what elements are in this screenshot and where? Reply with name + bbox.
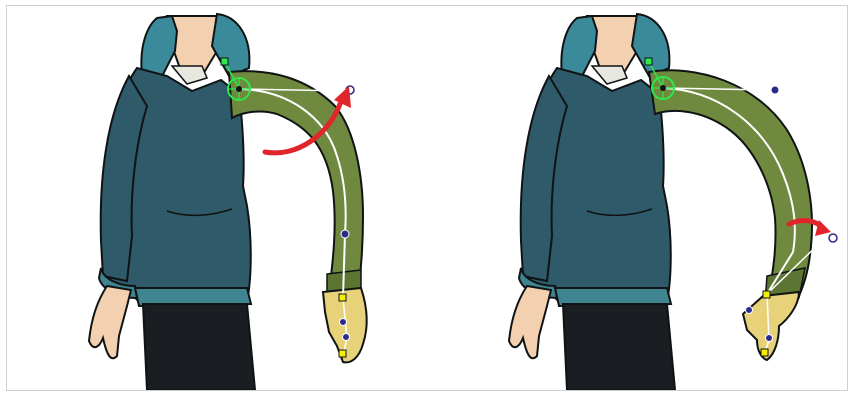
square-handle-icon[interactable] bbox=[221, 58, 228, 65]
pivot-circle-icon[interactable] bbox=[228, 78, 250, 100]
pivot-circle-icon[interactable] bbox=[652, 77, 674, 99]
control-point-icon[interactable] bbox=[766, 335, 773, 342]
pants bbox=[563, 304, 675, 390]
control-point-icon[interactable] bbox=[340, 319, 347, 326]
left-hand bbox=[509, 286, 551, 358]
control-point-icon[interactable] bbox=[829, 234, 837, 242]
square-handle-icon[interactable] bbox=[339, 294, 346, 301]
after-pose-drawing bbox=[427, 6, 847, 390]
control-point-icon[interactable] bbox=[341, 230, 349, 238]
right-hand-selected bbox=[743, 292, 799, 360]
after-pose-panel bbox=[427, 6, 847, 390]
square-handle-icon[interactable] bbox=[645, 58, 652, 65]
square-handle-icon[interactable] bbox=[763, 291, 770, 298]
control-point-icon[interactable] bbox=[771, 86, 779, 94]
pants bbox=[143, 304, 255, 390]
control-point-icon[interactable] bbox=[746, 307, 753, 314]
control-point-icon[interactable] bbox=[343, 334, 350, 341]
before-pose-drawing bbox=[7, 6, 427, 390]
hood-right bbox=[212, 14, 249, 76]
left-hand bbox=[89, 286, 131, 358]
square-handle-icon[interactable] bbox=[761, 349, 768, 356]
before-pose-panel bbox=[7, 6, 427, 390]
figure-frame bbox=[6, 5, 848, 391]
square-handle-icon[interactable] bbox=[339, 350, 346, 357]
